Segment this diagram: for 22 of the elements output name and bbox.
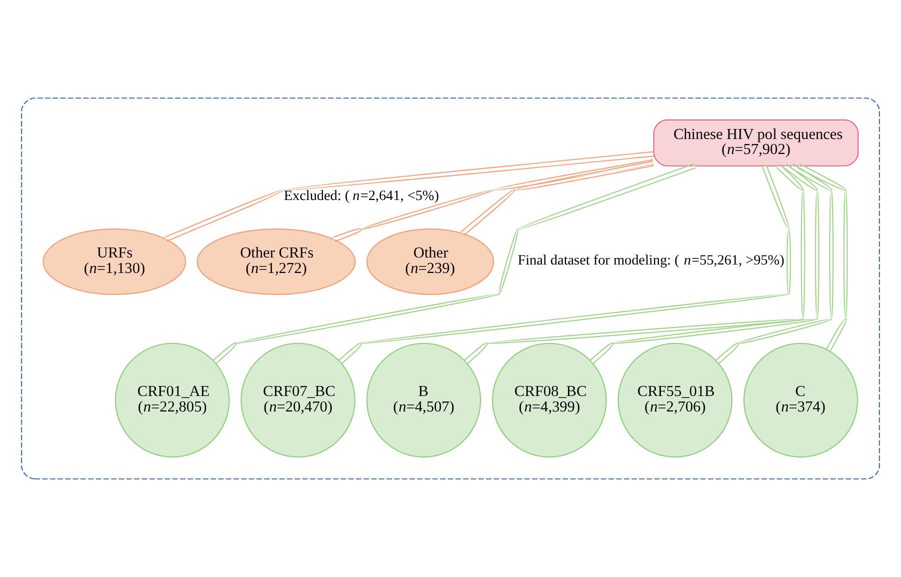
edge-label: Final dataset for modeling: (n=55,261, >95%) <box>518 252 784 268</box>
connector <box>212 163 696 364</box>
node-ellipse: URFs (n=1,130) <box>42 228 186 295</box>
connector <box>590 164 820 364</box>
node-ellipse: Other CRFs (n=1,272) <box>196 228 356 295</box>
node-circle: CRF01_AE (n=22,805) <box>114 342 230 458</box>
node-circle: C (n=374) <box>743 342 858 458</box>
node-circle: B (n=4,507) <box>366 342 482 458</box>
connector <box>333 159 654 242</box>
node-circle: CRF08_BC (n=4,399) <box>492 342 607 458</box>
edge-label: Excluded: (n=2,641, <5%) <box>284 188 439 204</box>
node-box: Chinese HIV pol sequences (n=57,902) <box>653 119 859 166</box>
connector <box>797 163 848 352</box>
connector <box>338 164 791 364</box>
node-circle: CRF55_01B (n=2,706) <box>618 342 732 458</box>
node-ellipse: Other (n=239) <box>366 228 494 295</box>
connector <box>460 160 654 236</box>
connector <box>464 164 806 364</box>
cluster <box>20 98 880 480</box>
node-circle: CRF07_BC (n=20,470) <box>240 342 356 458</box>
connector <box>716 164 834 364</box>
connector <box>164 151 654 242</box>
